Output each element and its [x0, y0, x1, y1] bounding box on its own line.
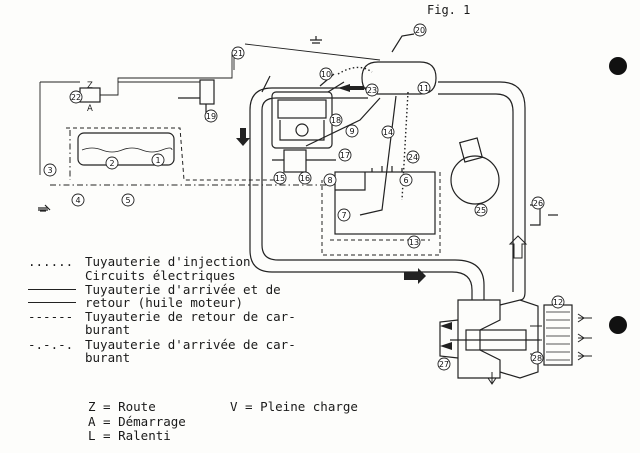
callout-circle-19	[204, 109, 218, 123]
legend-sample-oil-2	[28, 302, 76, 303]
legend-text-return: Tuyauterie de retour de car- burant	[85, 309, 296, 337]
callout-12: 12	[553, 298, 563, 307]
callout-circle-14	[381, 125, 395, 139]
callout-8: 8	[327, 176, 332, 185]
callout-circle-20	[413, 23, 427, 37]
punch-hole-top	[609, 57, 627, 75]
callout-circle-9	[345, 124, 359, 138]
callout-circle-13	[407, 235, 421, 249]
legend-sample-supply: -.-.-.	[28, 337, 74, 352]
callout-circle-24	[406, 150, 420, 164]
callout-14: 14	[383, 128, 393, 137]
callout-24: 24	[408, 153, 418, 162]
key-ralenti: L = Ralenti	[88, 428, 171, 443]
callout-circle-6	[399, 173, 413, 187]
callout-20: 20	[415, 26, 425, 35]
oil-pipe-loop	[249, 81, 526, 301]
callout-18: 18	[331, 116, 341, 125]
callout-6: 6	[403, 176, 408, 185]
legend-text-electric: Circuits électriques	[85, 268, 236, 283]
callout-28: 28	[532, 354, 542, 363]
callout-circle-4	[71, 193, 85, 207]
legend-text-supply: Tuyauterie d'arrivée de car- burant	[85, 337, 296, 365]
callout-circle-8	[323, 173, 337, 187]
callout-26: 26	[533, 199, 543, 208]
callout-16: 16	[300, 174, 310, 183]
legend-text-oil: Tuyauterie d'arrivée et de retour (huile…	[85, 282, 281, 310]
callout-circle-27	[437, 357, 451, 371]
key-pleine-charge: V = Pleine charge	[230, 399, 358, 414]
callout-circle-12	[551, 295, 565, 309]
legend-sample-oil	[28, 289, 76, 290]
callout-1: 1	[155, 156, 160, 165]
callout-circle-17	[338, 148, 352, 162]
injection-pump	[283, 149, 307, 173]
callout-25: 25	[476, 206, 486, 215]
piston-cylinder	[261, 73, 345, 149]
callout-10: 10	[321, 70, 331, 79]
callout-circle-2	[105, 156, 119, 170]
callout-circle-25	[474, 203, 488, 217]
callout-15: 15	[275, 174, 285, 183]
legend-sample-return: ------	[28, 309, 74, 324]
callout-11: 11	[419, 84, 429, 93]
callout-9: 9	[349, 127, 354, 136]
legend-text-injection: Tuyauterie d'injection	[85, 254, 251, 269]
callout-circle-16	[298, 171, 312, 185]
callout-3: 3	[47, 166, 52, 175]
filter-hatch	[546, 311, 570, 361]
turbocharger	[439, 299, 540, 379]
switch-letter-a: A	[87, 104, 93, 114]
callout-5: 5	[125, 196, 130, 205]
callout-circle-22	[69, 90, 83, 104]
callout-circle-15	[273, 171, 287, 185]
callout-7: 7	[341, 211, 346, 220]
callout-4: 4	[75, 196, 80, 205]
key-demarrage: A = Démarrage	[88, 414, 186, 429]
callout-circle-18	[329, 113, 343, 127]
callout-17: 17	[340, 151, 350, 160]
switch-letter-z: Z	[87, 81, 93, 91]
callout-27: 27	[439, 360, 449, 369]
key-route: Z = Route	[88, 399, 156, 414]
callout-circle-28	[530, 351, 544, 365]
callout-13: 13	[409, 238, 419, 247]
punch-hole-bottom	[609, 316, 627, 334]
callout-circle-21	[231, 46, 245, 60]
callout-23: 23	[367, 86, 377, 95]
callout-2: 2	[109, 159, 114, 168]
figure-label: Fig. 1	[427, 3, 471, 17]
actuator-left	[199, 79, 215, 105]
callout-22: 22	[71, 93, 81, 102]
callout-circle-1	[151, 153, 165, 167]
filter-block	[543, 304, 573, 366]
flow-arrows	[236, 84, 452, 350]
callout-circle-11	[417, 81, 431, 95]
callout-circle-10	[319, 67, 333, 81]
engine-block	[334, 166, 436, 235]
callout-21: 21	[233, 49, 243, 58]
callout-circle-3	[43, 163, 57, 177]
callout-circle-23	[365, 83, 379, 97]
fuel-tank	[77, 132, 175, 166]
callout-circle-7	[337, 208, 351, 222]
callout-19: 19	[206, 112, 216, 121]
callout-circle-26	[531, 196, 545, 210]
compressor-housing	[361, 61, 437, 95]
legend-sample-injection: ......	[28, 254, 74, 269]
callout-circle-5	[121, 193, 135, 207]
sensor-dial	[450, 155, 500, 205]
